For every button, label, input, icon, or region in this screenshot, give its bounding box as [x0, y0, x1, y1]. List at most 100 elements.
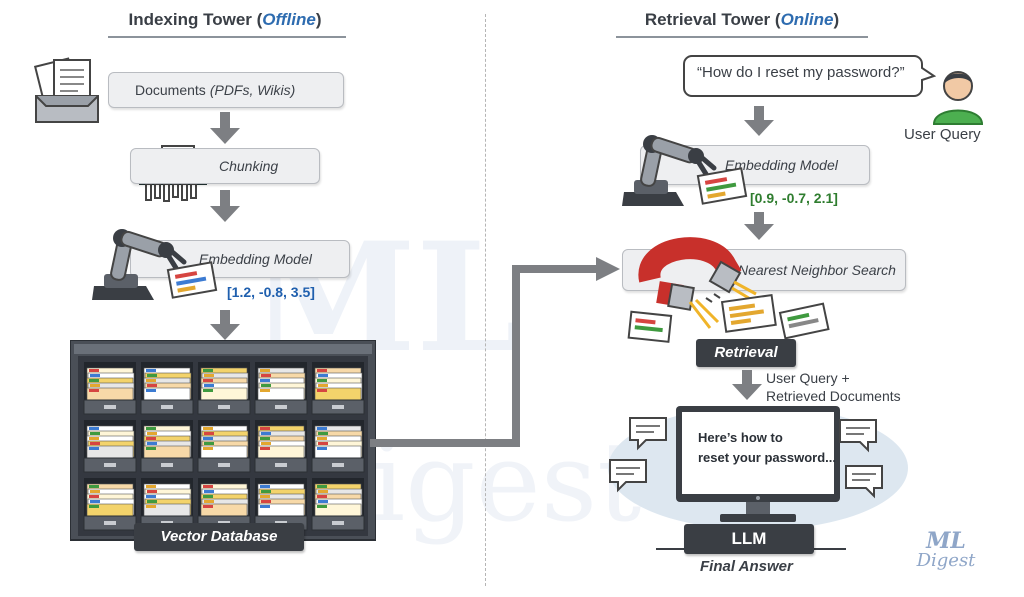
robot-arm-icon-right — [622, 135, 748, 206]
cabinet-card-tab — [317, 369, 327, 372]
monitor-scene — [608, 406, 908, 530]
cabinet-card-tab — [317, 447, 327, 450]
db-to-search-arrow — [370, 257, 620, 447]
cabinet-card-tab — [146, 505, 156, 508]
magnet-icon — [627, 237, 830, 343]
cabinet-card-tab — [261, 374, 271, 377]
cabinet-card-tab — [146, 495, 156, 498]
retrieval-label: Retrieval — [696, 339, 796, 367]
indexing-title-underline — [108, 36, 346, 38]
drawer-handle — [161, 405, 173, 409]
combine-line-2: Retrieved Documents — [766, 388, 901, 404]
left-embedding-vector: [1.2, -0.8, 3.5] — [227, 284, 315, 300]
vector-database-label: Vector Database — [134, 523, 304, 551]
cabinet-card-tab — [260, 485, 270, 488]
cabinet-card-tab — [318, 442, 328, 445]
cabinet-card-tab — [203, 427, 213, 430]
cabinet-card-tab — [147, 384, 157, 387]
arrow-down-r3 — [732, 370, 762, 400]
cabinet-card-tab — [204, 384, 214, 387]
cabinet-card-tab — [317, 427, 327, 430]
cabinet-card-tab — [203, 495, 213, 498]
chat-bubble-icon — [629, 417, 667, 451]
right-embedding-vector: [0.9, -0.7, 2.1] — [750, 190, 838, 206]
drawer-handle — [104, 521, 116, 525]
cabinet-card-tab — [89, 505, 99, 508]
cabinet-card-tab — [204, 374, 214, 377]
cabinet-card-tab — [203, 369, 213, 372]
cabinet-card-tab — [260, 389, 270, 392]
cabinet-card-tab — [260, 495, 270, 498]
cabinet-card-tab — [90, 374, 100, 377]
cabinet-card-tab — [261, 500, 271, 503]
cabinet-card-tab — [146, 369, 156, 372]
arrow-down-2 — [210, 190, 240, 222]
filing-cabinet-icon — [70, 340, 376, 541]
cabinet-card-tab — [147, 500, 157, 503]
chat-bubble-icon-3 — [839, 419, 877, 453]
user-avatar-icon — [932, 71, 984, 125]
drawer-handle — [275, 405, 287, 409]
query-text: “How do I reset my password?” — [697, 64, 905, 81]
cabinet-card-tab — [317, 495, 327, 498]
chat-bubble-icon-4 — [845, 465, 883, 499]
chat-bubble-icon-2 — [609, 459, 647, 493]
cabinet-card-tab — [89, 447, 99, 450]
cabinet-card-tab — [89, 427, 99, 430]
arrow-down-r1 — [744, 106, 774, 136]
cabinet-card-tab — [204, 432, 214, 435]
arrow-down-3 — [210, 310, 240, 340]
arrow-down-1 — [210, 112, 240, 144]
cabinet-card-tab — [204, 490, 214, 493]
chunking-label: Chunking — [219, 158, 279, 174]
screen-line-2: reset your password... — [698, 450, 836, 465]
cabinet-card-tab — [89, 437, 99, 440]
final-answer-label: Final Answer — [700, 558, 793, 575]
drawer-handle — [332, 463, 344, 467]
cabinet-card-tab — [318, 500, 328, 503]
robot-arm-icon — [92, 229, 218, 300]
documents-label: Documents — [135, 82, 206, 98]
drawer-handle — [104, 463, 116, 467]
cabinet-card-tab — [89, 389, 99, 392]
combine-line-1: User Query + — [766, 370, 850, 386]
logo-line-1: ML — [926, 528, 966, 554]
cabinet-card-tab — [318, 384, 328, 387]
cabinet-card-tab — [261, 442, 271, 445]
cabinet-card-tab — [203, 447, 213, 450]
cabinet-card-tab — [203, 437, 213, 440]
drawer-handle — [332, 405, 344, 409]
screen-line-1: Here’s how to — [698, 430, 783, 445]
cabinet-card-tab — [317, 389, 327, 392]
chunking-box: Chunking — [130, 148, 320, 184]
cabinet-card-tab — [146, 485, 156, 488]
cabinet-card-tab — [317, 485, 327, 488]
right-embedding-label: Embedding Model — [725, 157, 838, 173]
drawer-handle — [218, 463, 230, 467]
arrow-down-r2 — [744, 212, 774, 240]
cabinet-card-tab — [317, 379, 327, 382]
cabinet-card-tab — [318, 374, 328, 377]
query-bubble-shape — [683, 55, 936, 97]
cabinet-card-tab — [146, 379, 156, 382]
cabinet-card-tab — [147, 432, 157, 435]
cabinet-card-tab — [261, 384, 271, 387]
cabinet-card-tab — [260, 379, 270, 382]
drawer-handle — [332, 521, 344, 525]
cabinet-card-tab — [204, 442, 214, 445]
cabinet-card-tab — [204, 500, 214, 503]
cabinet-card-tab — [261, 432, 271, 435]
cabinet-card-tab — [89, 369, 99, 372]
documents-tray-icon — [33, 57, 99, 123]
cabinet-card-tab — [90, 500, 100, 503]
drawer-handle — [161, 463, 173, 467]
ml-digest-logo: ML Digest — [906, 530, 986, 570]
cabinet-card-tab — [260, 369, 270, 372]
cabinet-card-tab — [147, 490, 157, 493]
indexing-tower-title: Indexing Tower (Offline) — [128, 10, 322, 29]
cabinet-card-tab — [260, 505, 270, 508]
cabinet-card-tab — [146, 389, 156, 392]
cabinet-card-tab — [89, 495, 99, 498]
cabinet-card-tab — [146, 447, 156, 450]
cabinet-card-tab — [260, 437, 270, 440]
